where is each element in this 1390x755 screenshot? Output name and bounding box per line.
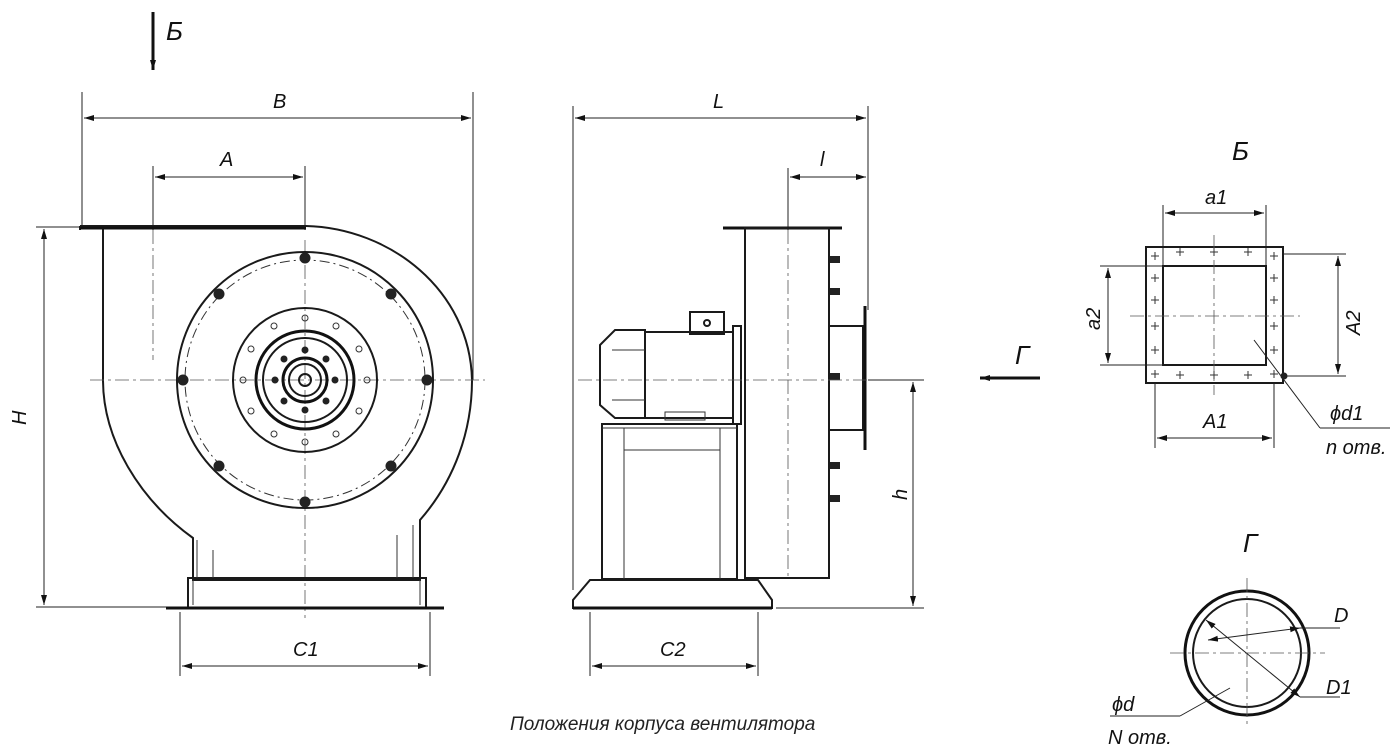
holes-N-label: N отв. [1108,727,1172,749]
holes-n-label: n отв. [1326,437,1386,459]
hole-d1-label: ϕd1 [1330,403,1363,425]
hub-inner-bolts [271,346,339,414]
view-marker-b: Б [166,16,183,46]
dimension-c2-label: C2 [660,639,686,661]
dimension-a1-label: a1 [1205,187,1227,209]
dimension-capital-a1-label: A1 [1202,411,1227,433]
hole-leader [1253,339,1321,429]
view-g-title: Г [1243,528,1259,558]
round-hole-leader [1179,687,1231,717]
dimension-d1-label: D1 [1326,677,1352,699]
view-g-round-flange: Г D D1 ϕd N отв. [1108,528,1352,749]
view-b-rect-flange: Б a1 a2 A2 A1 ϕd1 n [1083,136,1390,459]
hub-ring [254,329,356,431]
dimension-small-l-label: l [820,149,825,171]
terminal-box [689,311,725,335]
shaft-collar [281,356,329,404]
dimension-capital-a2-label: A2 [1343,311,1365,336]
view-marker-g: Г [1015,340,1031,370]
inlet-cover-ring [176,251,434,509]
view-b-title: Б [1232,136,1249,166]
hole-d-label: ϕd [1112,694,1135,716]
side-inlet-pipe [828,325,864,431]
dimension-d1-line [1205,619,1301,698]
shaft [298,373,312,387]
dimension-b-label: B [273,91,286,113]
fan-housing-scroll [80,225,474,581]
dimension-l-label: L [713,91,724,113]
front-view: Б B A H [9,12,485,676]
dimension-a-label: A [219,149,233,171]
flange-outer [1145,246,1284,384]
cover-bolts [177,252,433,508]
side-view: L l [572,91,1040,676]
side-housing [744,227,830,579]
flange-hole-marks [1151,248,1278,379]
dimension-a2-label: a2 [1083,308,1105,330]
side-bolts [830,256,840,502]
hub-flange [232,307,378,453]
dimension-small-h-label: h [890,489,912,500]
caption: Положения корпуса вентилятора [510,714,815,735]
dimension-d-label: D [1334,605,1348,627]
dimension-c1-label: C1 [293,639,319,661]
motor [599,311,742,425]
motor-stand [601,423,738,580]
front-base-frame [187,577,427,609]
side-base [572,579,773,609]
flange-opening [1162,265,1267,366]
hub-flange-holes [239,314,371,446]
dimension-h-label: H [9,410,31,425]
